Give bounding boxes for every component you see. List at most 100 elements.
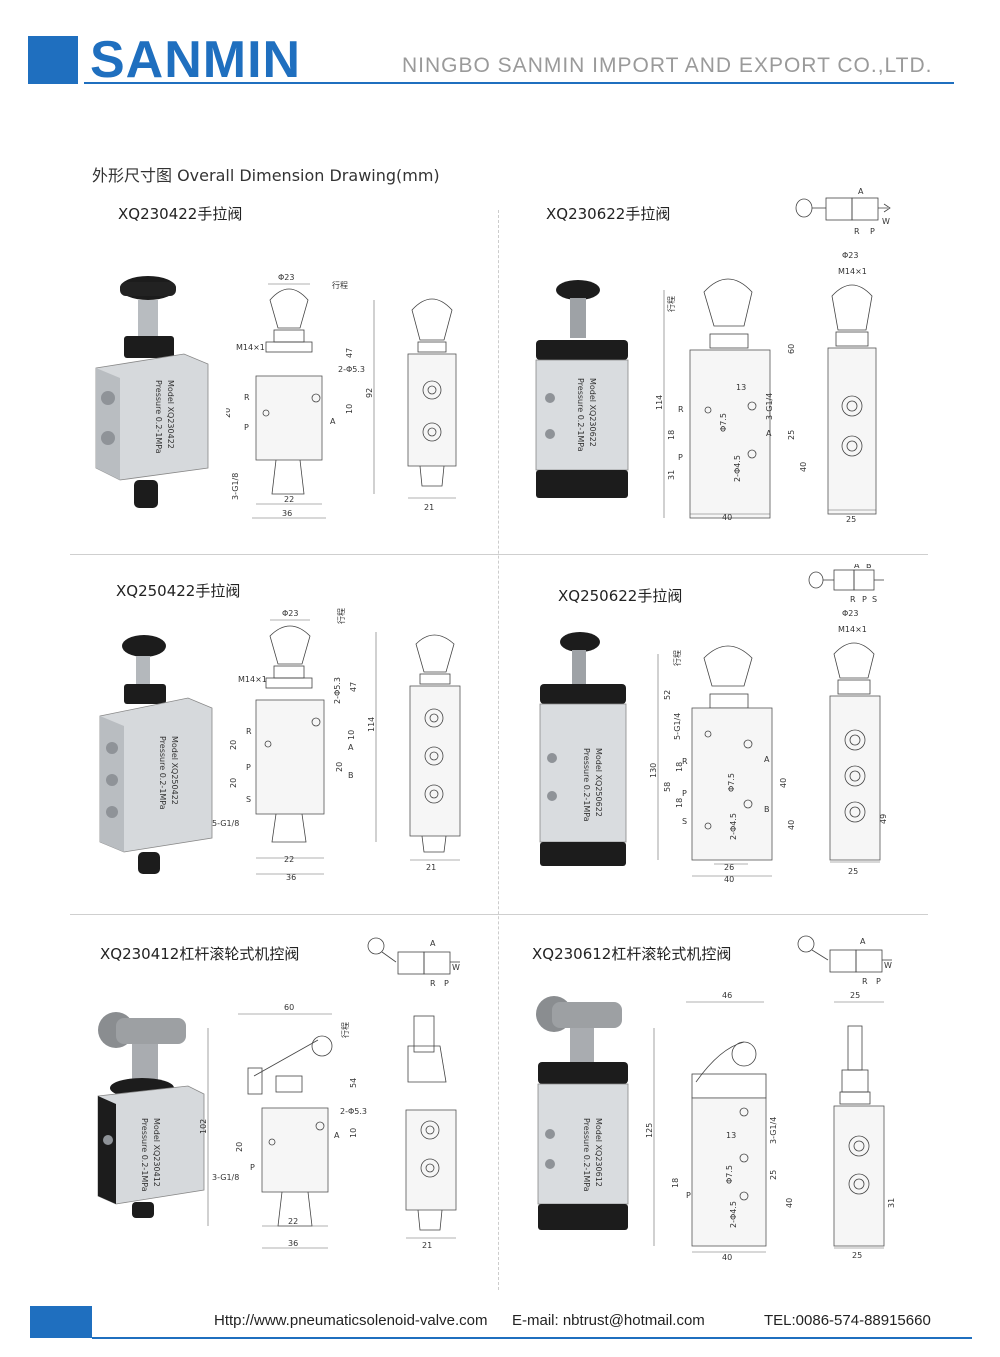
- svg-text:B: B: [866, 564, 872, 570]
- photo-pressure-label: Pressure 0.2-1MPa: [140, 1118, 149, 1192]
- svg-text:18: 18: [671, 1178, 680, 1188]
- svg-text:10: 10: [347, 730, 356, 740]
- svg-text:P: P: [444, 979, 449, 988]
- svg-text:M14×1: M14×1: [238, 675, 267, 684]
- svg-text:A: A: [766, 429, 772, 438]
- svg-text:2-Φ5.3: 2-Φ5.3: [338, 365, 365, 374]
- svg-text:18: 18: [667, 430, 676, 440]
- svg-text:13: 13: [726, 1131, 736, 1140]
- svg-text:M14×1: M14×1: [838, 625, 867, 634]
- photo-model-label: Model XQ250422: [170, 736, 179, 805]
- svg-text:R: R: [246, 727, 252, 736]
- svg-text:P: P: [870, 227, 875, 236]
- front-dimension-drawing: 60 A P 2-Φ5.3 3-G1/8 102 20 行程 54 10 22 …: [199, 1003, 367, 1249]
- svg-text:W: W: [884, 961, 892, 970]
- header-logo-block: [28, 36, 78, 84]
- svg-text:5-G1/4: 5-G1/4: [673, 713, 682, 740]
- svg-text:40: 40: [787, 820, 796, 830]
- svg-text:18: 18: [675, 762, 684, 772]
- valve-photo: Model XQ230622 Pressure 0.2-1MPa: [535, 280, 629, 498]
- photo-model-label: Model XQ230612: [594, 1118, 603, 1187]
- valve-photo: Model XQ230412 Pressure 0.2-1MPa: [97, 1012, 205, 1218]
- footer-website-link[interactable]: Http://www.pneumaticsolenoid-valve.com: [214, 1312, 488, 1329]
- svg-text:20: 20: [229, 778, 238, 788]
- svg-text:40: 40: [785, 1198, 794, 1208]
- front-dimension-drawing: Φ23 M14×1 R P A 2-Φ5.3 3-G1/8 20 47 10 9…: [226, 273, 375, 519]
- svg-text:21: 21: [422, 1241, 432, 1250]
- svg-text:18: 18: [675, 798, 684, 808]
- svg-text:22: 22: [284, 855, 294, 864]
- photo-pressure-label: Pressure 0.2-1MPa: [158, 736, 167, 810]
- product-title: XQ250622手拉阀: [558, 587, 683, 605]
- photo-pressure-label: Pressure 0.2-1MPa: [576, 378, 585, 452]
- svg-text:10: 10: [349, 1128, 358, 1138]
- svg-text:2-Φ4.5: 2-Φ4.5: [729, 1201, 738, 1228]
- svg-text:R: R: [850, 595, 856, 604]
- side-dimension-drawing: 21: [407, 298, 457, 512]
- svg-text:36: 36: [286, 873, 296, 882]
- svg-text:2-Φ4.5: 2-Φ4.5: [733, 455, 742, 482]
- svg-text:R: R: [678, 405, 684, 414]
- svg-text:A: A: [330, 417, 336, 426]
- svg-text:P: P: [678, 453, 683, 462]
- page-title: 外形尺寸图 Overall Dimension Drawing(mm): [92, 166, 440, 185]
- svg-text:B: B: [764, 805, 770, 814]
- photo-pressure-label: Pressure 0.2-1MPa: [582, 1118, 591, 1192]
- valve-photo: Model XQ230422 Pressure 0.2-1MPa: [95, 276, 209, 508]
- svg-text:P: P: [244, 423, 249, 432]
- svg-text:行程: 行程: [332, 280, 348, 290]
- product-title: XQ230412杠杆滚轮式机控阀: [100, 945, 300, 963]
- svg-text:Φ7.5: Φ7.5: [727, 773, 736, 792]
- footer-divider: [92, 1337, 972, 1339]
- pneumatic-symbol: A R P W: [367, 937, 460, 988]
- svg-text:22: 22: [288, 1217, 298, 1226]
- photo-model-label: Model XQ230412: [152, 1118, 161, 1187]
- svg-text:25: 25: [852, 1251, 862, 1260]
- svg-text:W: W: [882, 217, 890, 226]
- svg-text:130: 130: [649, 763, 658, 778]
- svg-text:25: 25: [850, 991, 860, 1000]
- pneumatic-symbol: A R P W: [797, 935, 892, 986]
- pneumatic-symbol: A R P W: [795, 187, 891, 236]
- svg-text:P: P: [246, 763, 251, 772]
- pneumatic-symbol: A B R P S: [808, 564, 884, 604]
- side-dimension-drawing: Φ23 M14×1 25: [827, 251, 877, 524]
- svg-text:20: 20: [229, 740, 238, 750]
- footer-phone: TEL:0086-574-88915660: [764, 1312, 931, 1329]
- svg-text:25: 25: [787, 430, 796, 440]
- svg-text:Φ7.5: Φ7.5: [719, 413, 728, 432]
- footer-email-link[interactable]: E-mail: nbtrust@hotmail.com: [512, 1312, 705, 1329]
- svg-text:3-G1/8: 3-G1/8: [231, 473, 240, 500]
- svg-text:52: 52: [663, 690, 672, 700]
- svg-text:2-Φ5.3: 2-Φ5.3: [340, 1107, 367, 1116]
- svg-text:25: 25: [846, 515, 856, 524]
- footer-block: [30, 1306, 92, 1338]
- svg-text:R: R: [244, 393, 250, 402]
- svg-text:114: 114: [367, 717, 376, 732]
- svg-text:A: A: [348, 743, 354, 752]
- svg-text:40: 40: [722, 513, 732, 522]
- front-dimension-drawing: R P A 13 Φ7.5 2-Φ4.5 3-G1/4 114 行程 18 31…: [655, 278, 808, 522]
- company-name: NINGBO SANMIN IMPORT AND EXPORT CO.,LTD.: [402, 54, 933, 77]
- svg-text:22: 22: [284, 495, 294, 504]
- svg-text:5-G1/8: 5-G1/8: [212, 819, 239, 828]
- product-title: XQ250422手拉阀: [116, 582, 241, 600]
- svg-text:A: A: [764, 755, 770, 764]
- svg-text:40: 40: [779, 778, 788, 788]
- svg-text:P: P: [250, 1163, 255, 1172]
- svg-text:Φ23: Φ23: [842, 251, 858, 260]
- svg-text:A: A: [860, 937, 866, 946]
- svg-text:Φ7.5: Φ7.5: [725, 1165, 734, 1184]
- photo-model-label: Model XQ230622: [588, 378, 597, 447]
- svg-text:S: S: [682, 817, 687, 826]
- column-divider: [498, 210, 499, 1290]
- svg-text:行程: 行程: [666, 296, 676, 312]
- brand-logo: SANMIN: [90, 31, 302, 89]
- svg-text:W: W: [452, 963, 460, 972]
- svg-text:A: A: [430, 939, 436, 948]
- row-divider-1: [70, 554, 928, 555]
- svg-text:47: 47: [345, 348, 354, 358]
- svg-text:R: R: [430, 979, 436, 988]
- front-dimension-drawing: 46 13 P 125 18 Φ7.5 2-Φ4.5 3-G1/4 25 40 …: [645, 991, 794, 1262]
- svg-text:R: R: [862, 977, 868, 986]
